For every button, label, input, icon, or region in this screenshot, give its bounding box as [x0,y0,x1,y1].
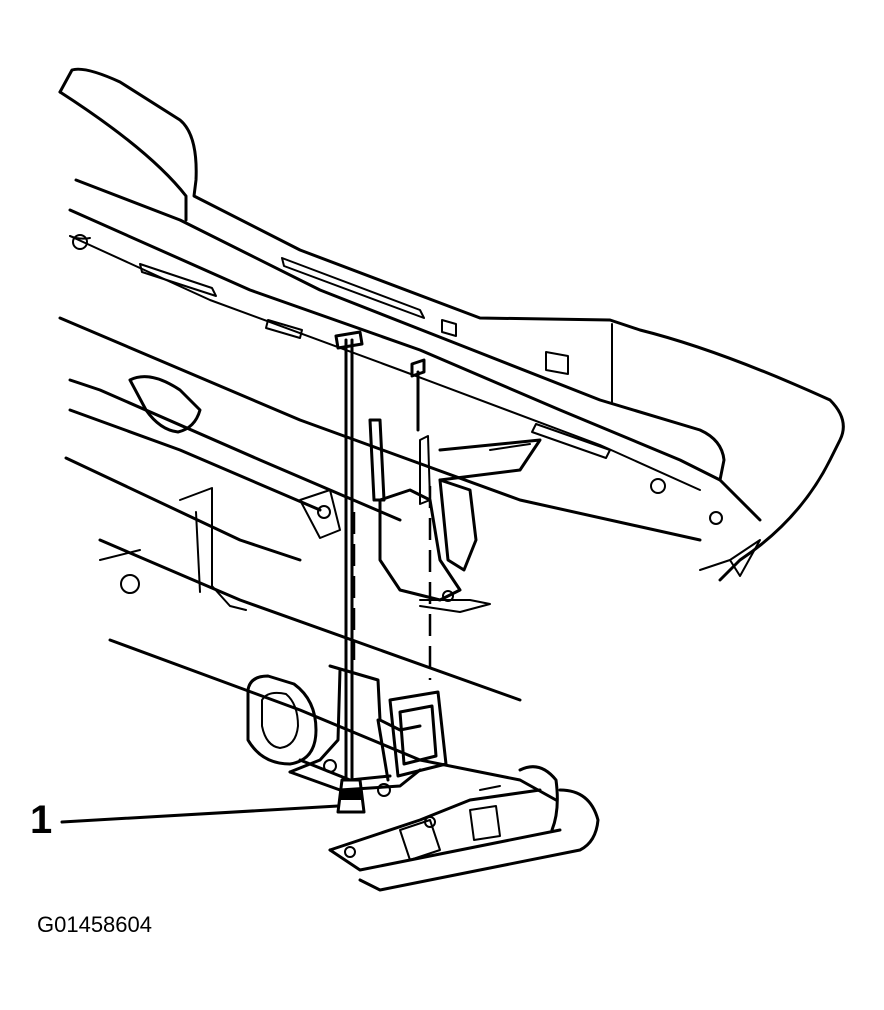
hitch-receiver [246,664,600,892]
callout-number-1: 1 [30,798,53,842]
rear-bumper [58,67,845,582]
figure-code: G01458604 [37,912,152,937]
callout-leader-1 [60,804,340,824]
frame-rail [64,375,542,762]
bolt-assembly [334,330,432,814]
upper-bracket [368,418,491,613]
